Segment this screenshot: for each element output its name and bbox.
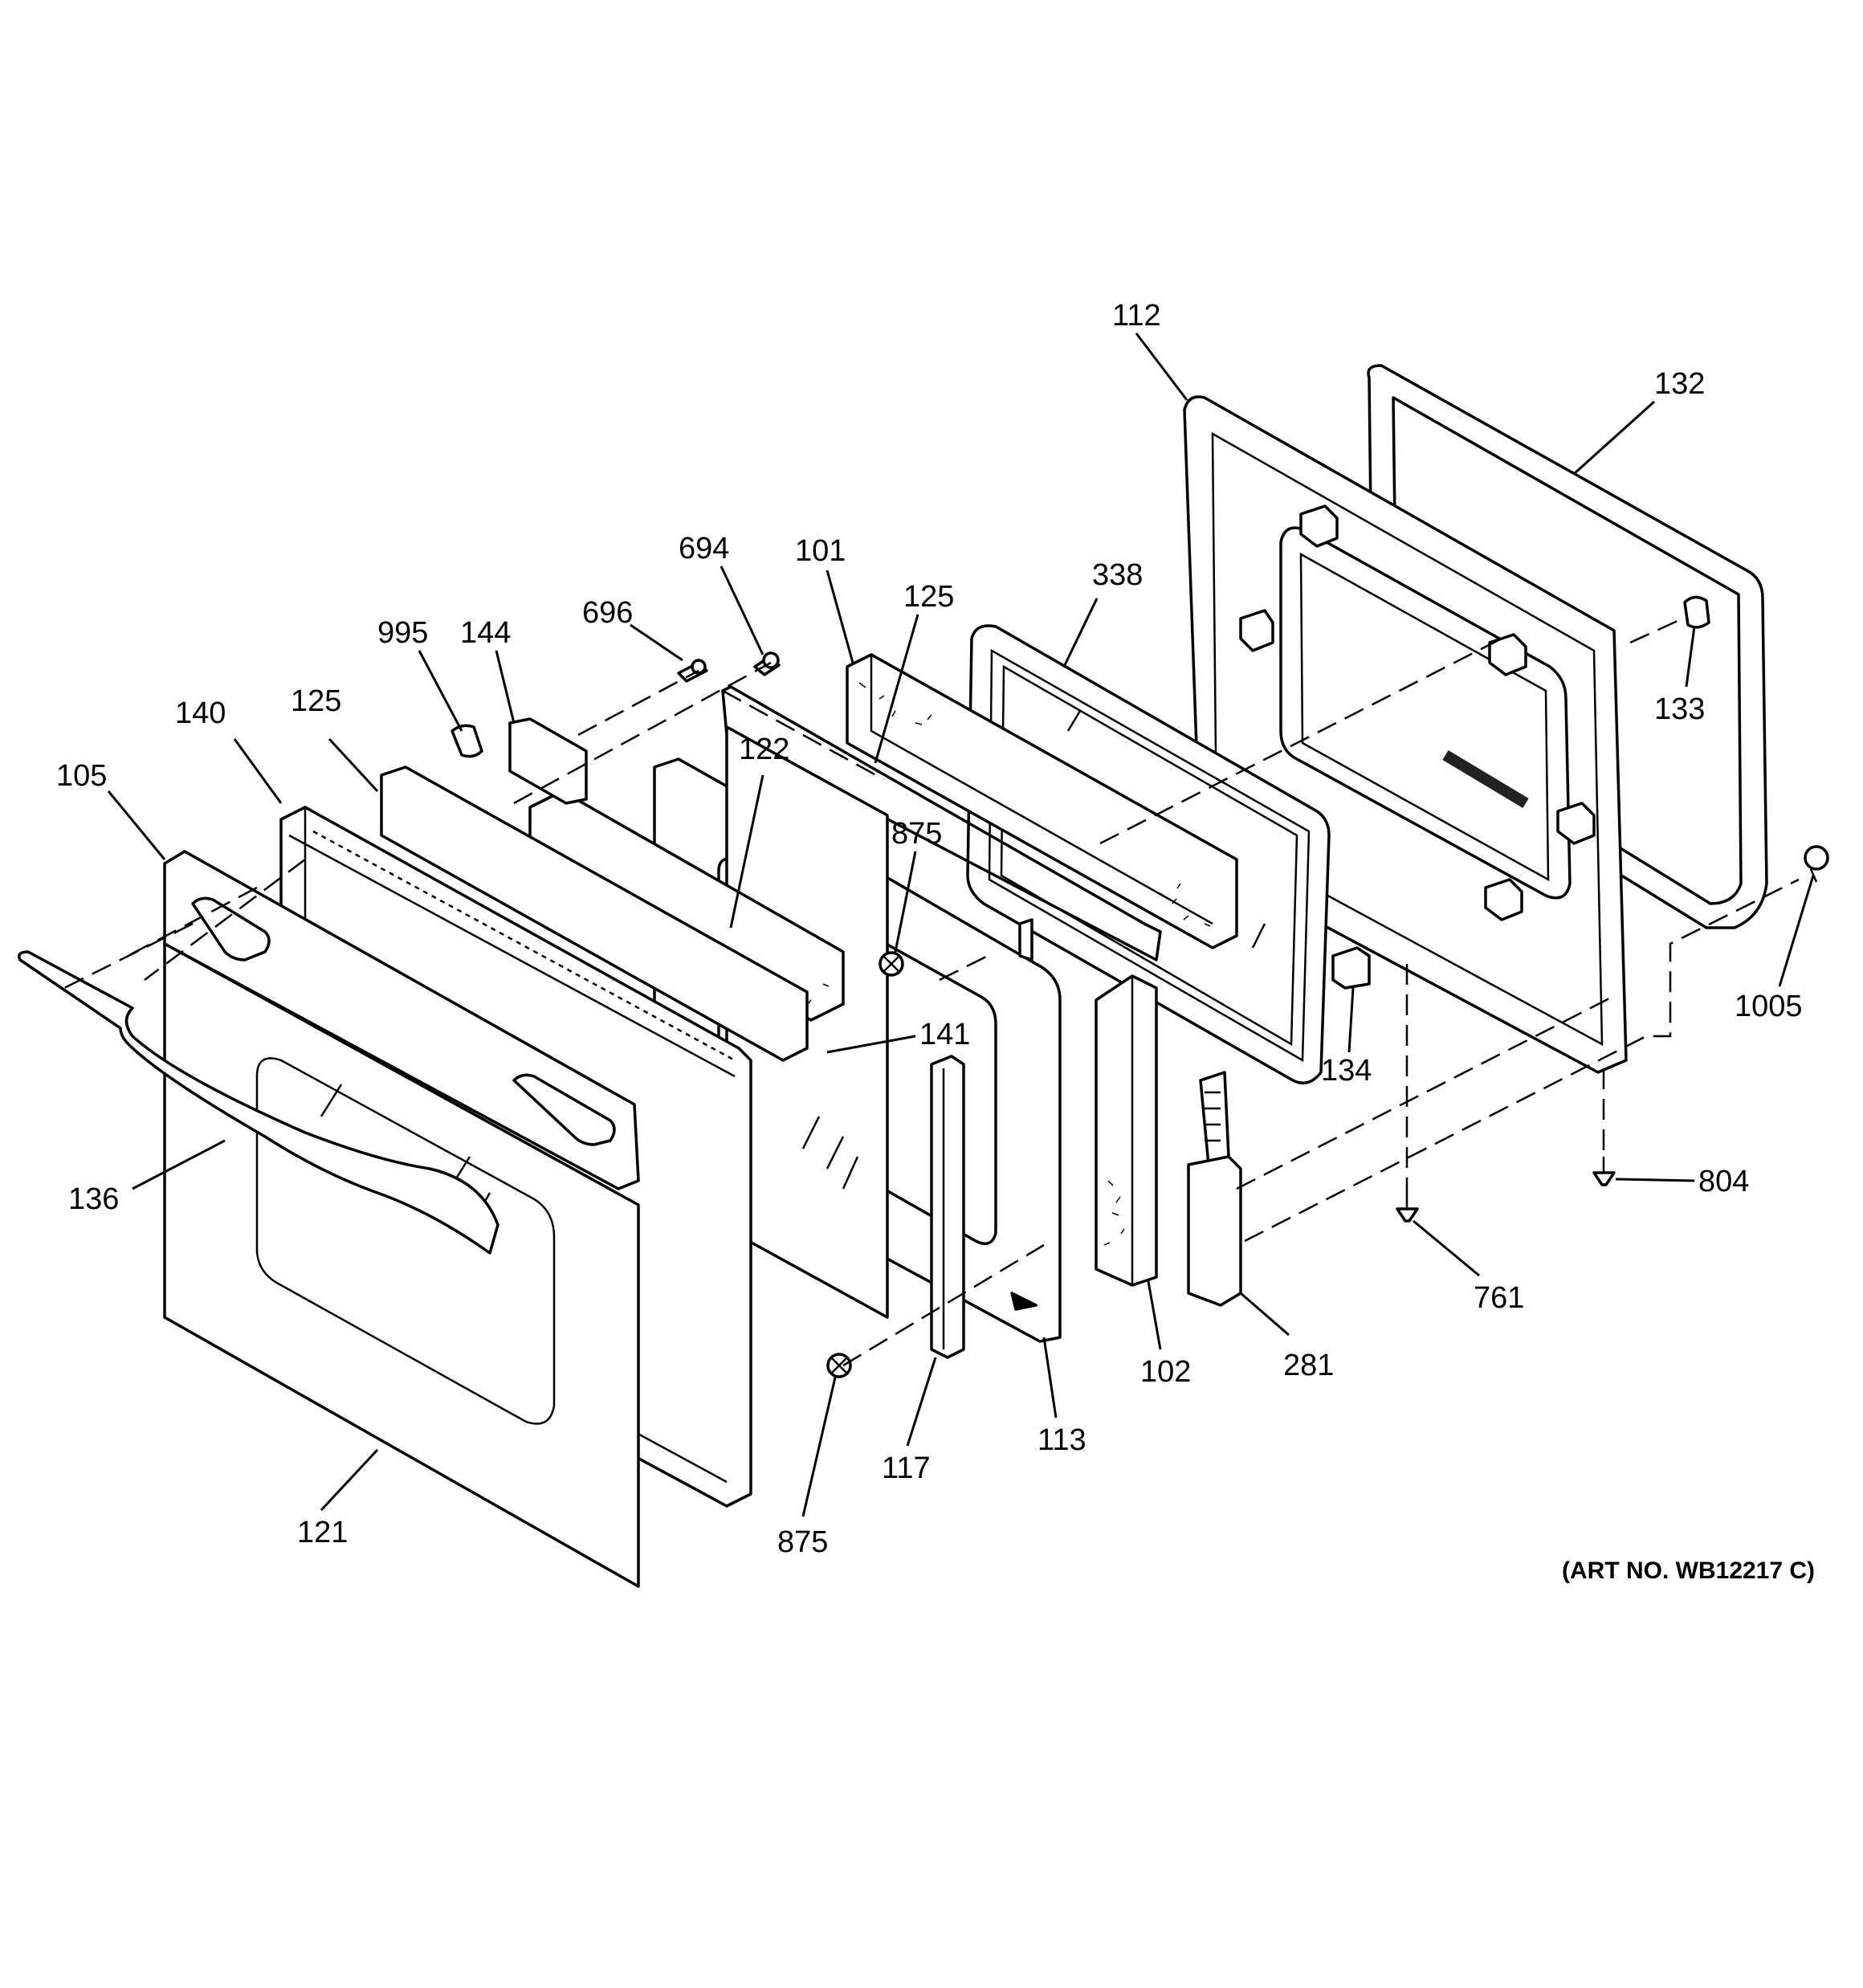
callout-101: 101 bbox=[795, 534, 846, 568]
callout-105: 105 bbox=[56, 759, 107, 793]
callout-875-lower: 875 bbox=[777, 1525, 828, 1559]
callout-875-upper: 875 bbox=[891, 817, 942, 851]
insulation-101 bbox=[846, 653, 1238, 949]
screw-875-lower bbox=[826, 1353, 852, 1378]
callout-761: 761 bbox=[1474, 1281, 1524, 1315]
door-handle-136 bbox=[18, 950, 499, 1255]
screw-696 bbox=[677, 659, 708, 683]
screw-875-upper bbox=[879, 951, 904, 977]
callout-112: 112 bbox=[1112, 299, 1161, 333]
callout-141: 141 bbox=[919, 1018, 970, 1051]
callout-1005: 1005 bbox=[1735, 990, 1803, 1023]
clip-995 bbox=[450, 724, 483, 758]
hinge-strip-117 bbox=[930, 1055, 965, 1359]
callout-133: 133 bbox=[1654, 692, 1705, 726]
insulation-102 bbox=[1095, 974, 1158, 1287]
screw-761 bbox=[1396, 1193, 1419, 1223]
callout-338: 338 bbox=[1092, 558, 1143, 592]
screw-804 bbox=[1592, 1157, 1616, 1186]
bracket-144 bbox=[508, 717, 588, 805]
trim-125 bbox=[380, 765, 809, 1062]
screw-1005 bbox=[1804, 845, 1829, 883]
callout-122: 122 bbox=[739, 733, 789, 766]
callout-102: 102 bbox=[1140, 1355, 1191, 1389]
callout-125-upper: 125 bbox=[903, 580, 954, 614]
plug-133 bbox=[1683, 595, 1710, 629]
callout-804: 804 bbox=[1698, 1165, 1749, 1198]
callout-140: 140 bbox=[175, 696, 226, 730]
outer-door-glass-121 bbox=[163, 942, 640, 1588]
callout-995: 995 bbox=[377, 616, 428, 650]
callout-144: 144 bbox=[460, 616, 511, 650]
callout-121: 121 bbox=[297, 1516, 348, 1549]
callout-134: 134 bbox=[1321, 1054, 1372, 1088]
leader-lines bbox=[107, 333, 1815, 1517]
art-number: (ART NO. WB12217 C) bbox=[1562, 1557, 1815, 1584]
callout-281: 281 bbox=[1283, 1349, 1334, 1382]
callout-694: 694 bbox=[679, 532, 729, 565]
handle-trim-105 bbox=[163, 850, 640, 1190]
callout-132: 132 bbox=[1654, 367, 1705, 401]
callout-labels: 112 132 694 101 125 338 696 995 144 133 … bbox=[56, 299, 1803, 1559]
callout-125-lower: 125 bbox=[291, 684, 341, 718]
clip-134 bbox=[1331, 946, 1371, 990]
callout-696: 696 bbox=[582, 596, 633, 630]
assembly-lines bbox=[63, 615, 1800, 1367]
hinge-281 bbox=[1187, 1071, 1242, 1307]
callout-117: 117 bbox=[882, 1451, 931, 1485]
callout-136: 136 bbox=[68, 1182, 119, 1216]
callout-113: 113 bbox=[1037, 1423, 1086, 1457]
